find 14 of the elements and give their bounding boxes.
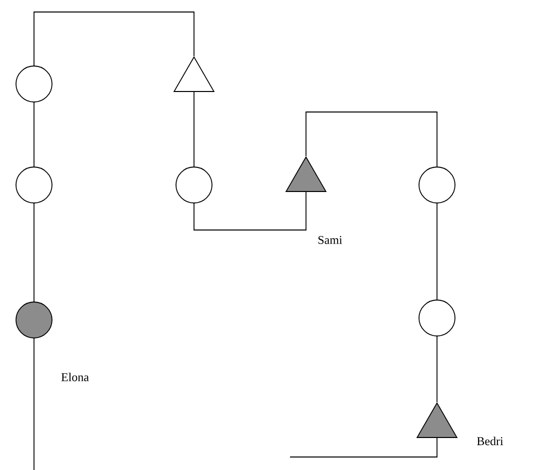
circle-symbol [16, 166, 52, 204]
connector-line [194, 192, 306, 230]
connector-line [290, 438, 438, 458]
circle-symbol [418, 166, 456, 204]
circle-symbol [16, 66, 52, 102]
connector-line [34, 12, 194, 66]
circle-symbol [176, 166, 212, 204]
circle-symbol [418, 300, 456, 336]
connector-line [436, 336, 438, 403]
person-name: Elona [61, 372, 89, 382]
person-name: Bedri [477, 436, 504, 446]
person-name: Sami [318, 236, 342, 244]
connector-line [436, 203, 438, 300]
connector-line [306, 112, 438, 167]
